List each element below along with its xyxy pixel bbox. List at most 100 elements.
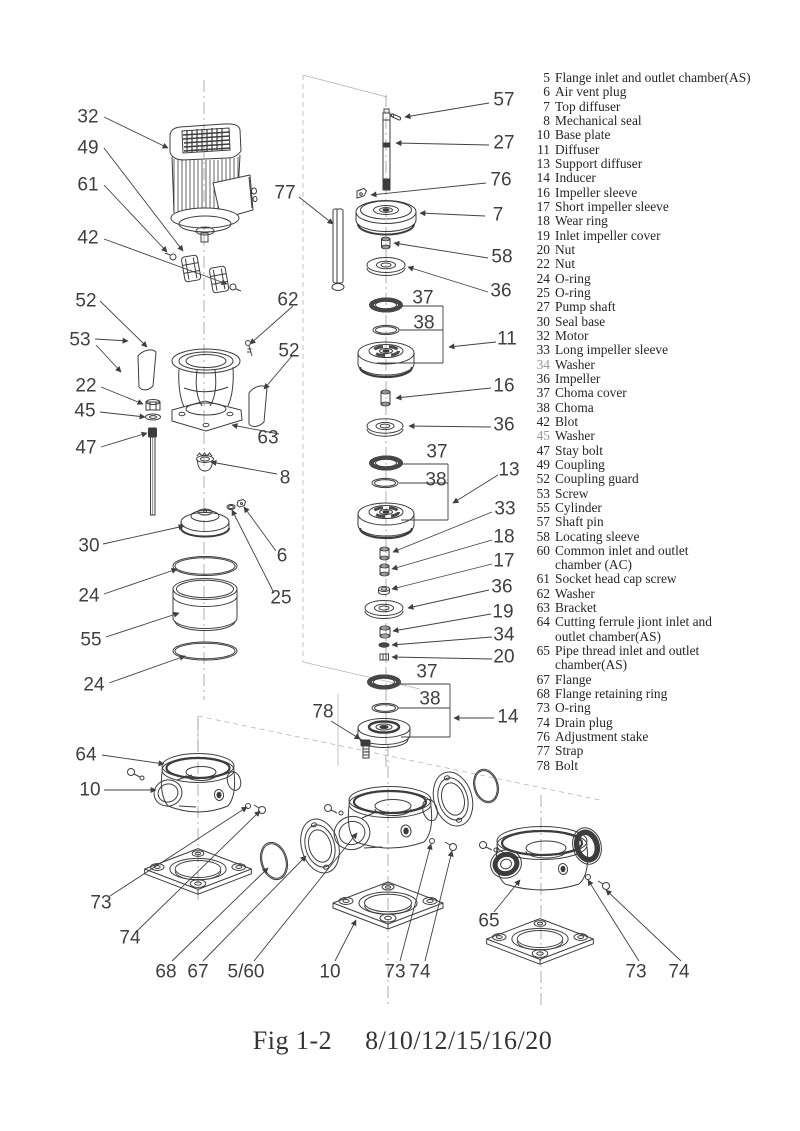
callout-65: 65 [478,911,499,932]
part-label: Diffuser [555,141,600,157]
choma-3 [371,702,399,714]
part-number: 63 [536,600,550,616]
callout-32: 32 [77,107,98,128]
callout-58: 58 [491,247,512,268]
part-number: 78 [536,757,550,773]
callout-37: 37 [412,288,433,309]
bolt-78 [360,739,371,759]
callout-11: 11 [497,329,517,350]
oring-24-upper [172,556,238,576]
part-number: 17 [536,198,550,214]
part-label: Inlet impeller cover [555,227,661,243]
callout-73: 73 [384,962,405,983]
part-number: 62 [536,585,550,601]
part-number: 68 [536,686,550,702]
choma-cover-3 [367,674,401,690]
callout-38: 38 [413,313,434,334]
callout-24: 24 [83,675,105,696]
callout-38: 38 [425,470,446,491]
callout-37: 37 [426,442,447,463]
callout-47: 47 [75,438,96,459]
flange-left [300,818,340,874]
part-label: Cylinder [555,499,602,515]
part-number: 20 [536,241,550,257]
callout-57: 57 [493,90,514,111]
part-number: 38 [536,399,550,415]
vent-plug-and-oring [226,498,247,511]
callout-64: 64 [75,745,97,766]
part-number: 53 [536,485,550,501]
part-label: Pipe thread inlet and outlet [555,643,700,659]
cylinder-55 [172,578,238,631]
callout-6: 6 [277,546,288,567]
seal-base [180,508,230,538]
part-label: O-ring [555,270,591,286]
part-number: 32 [536,327,550,343]
part-label: Flange inlet and outlet chamber(AS) [555,70,751,85]
callout-27: 27 [493,133,514,154]
part-number: 74 [536,714,550,730]
callout-74: 74 [668,962,690,983]
callout-67: 67 [187,962,208,983]
part-label: Choma cover [555,385,627,401]
chamber-5-60 [324,786,457,851]
callout-30: 30 [78,536,99,557]
mechanical-seal [196,452,214,472]
part-label: Choma [555,399,594,415]
callout-5-60: 5/60 [228,962,265,983]
part-label: Shaft pin [555,514,604,530]
callout-74: 74 [119,928,141,949]
part-label: Locating sleeve [555,528,640,544]
bracket [171,348,243,432]
part-label-continued: outlet chamber(AS) [555,628,661,644]
choma-1 [372,324,400,336]
part-label: Nut [555,256,576,272]
part-number: 67 [536,671,550,687]
part-number: 14 [536,170,550,186]
part-label: Washer [555,356,595,372]
parts-list-item: 19 Inlet impeller cover [533,227,795,243]
callout-7: 7 [493,205,504,226]
callout-62: 62 [277,290,298,311]
part-label-continued: chamber(AS) [555,657,628,673]
part-number: 47 [536,442,550,458]
adjustment-stake [356,187,368,199]
callout-19: 19 [492,602,513,623]
part-number: 25 [536,284,550,300]
part-number: 61 [536,571,550,587]
callout-76: 76 [490,170,511,191]
part-number: 19 [536,227,550,243]
part-number: 22 [536,256,550,272]
part-number: 8 [543,112,550,128]
callout-20: 20 [493,647,514,668]
diffuser-11 [357,341,415,379]
callout-24: 24 [78,586,100,607]
part-number: 10 [536,127,550,143]
callout-8: 8 [280,468,291,489]
part-number: 49 [536,456,550,472]
part-label: Cutting ferrule jiont inlet and [555,614,712,630]
top-diffuser [355,200,417,236]
impeller-3 [364,600,404,619]
